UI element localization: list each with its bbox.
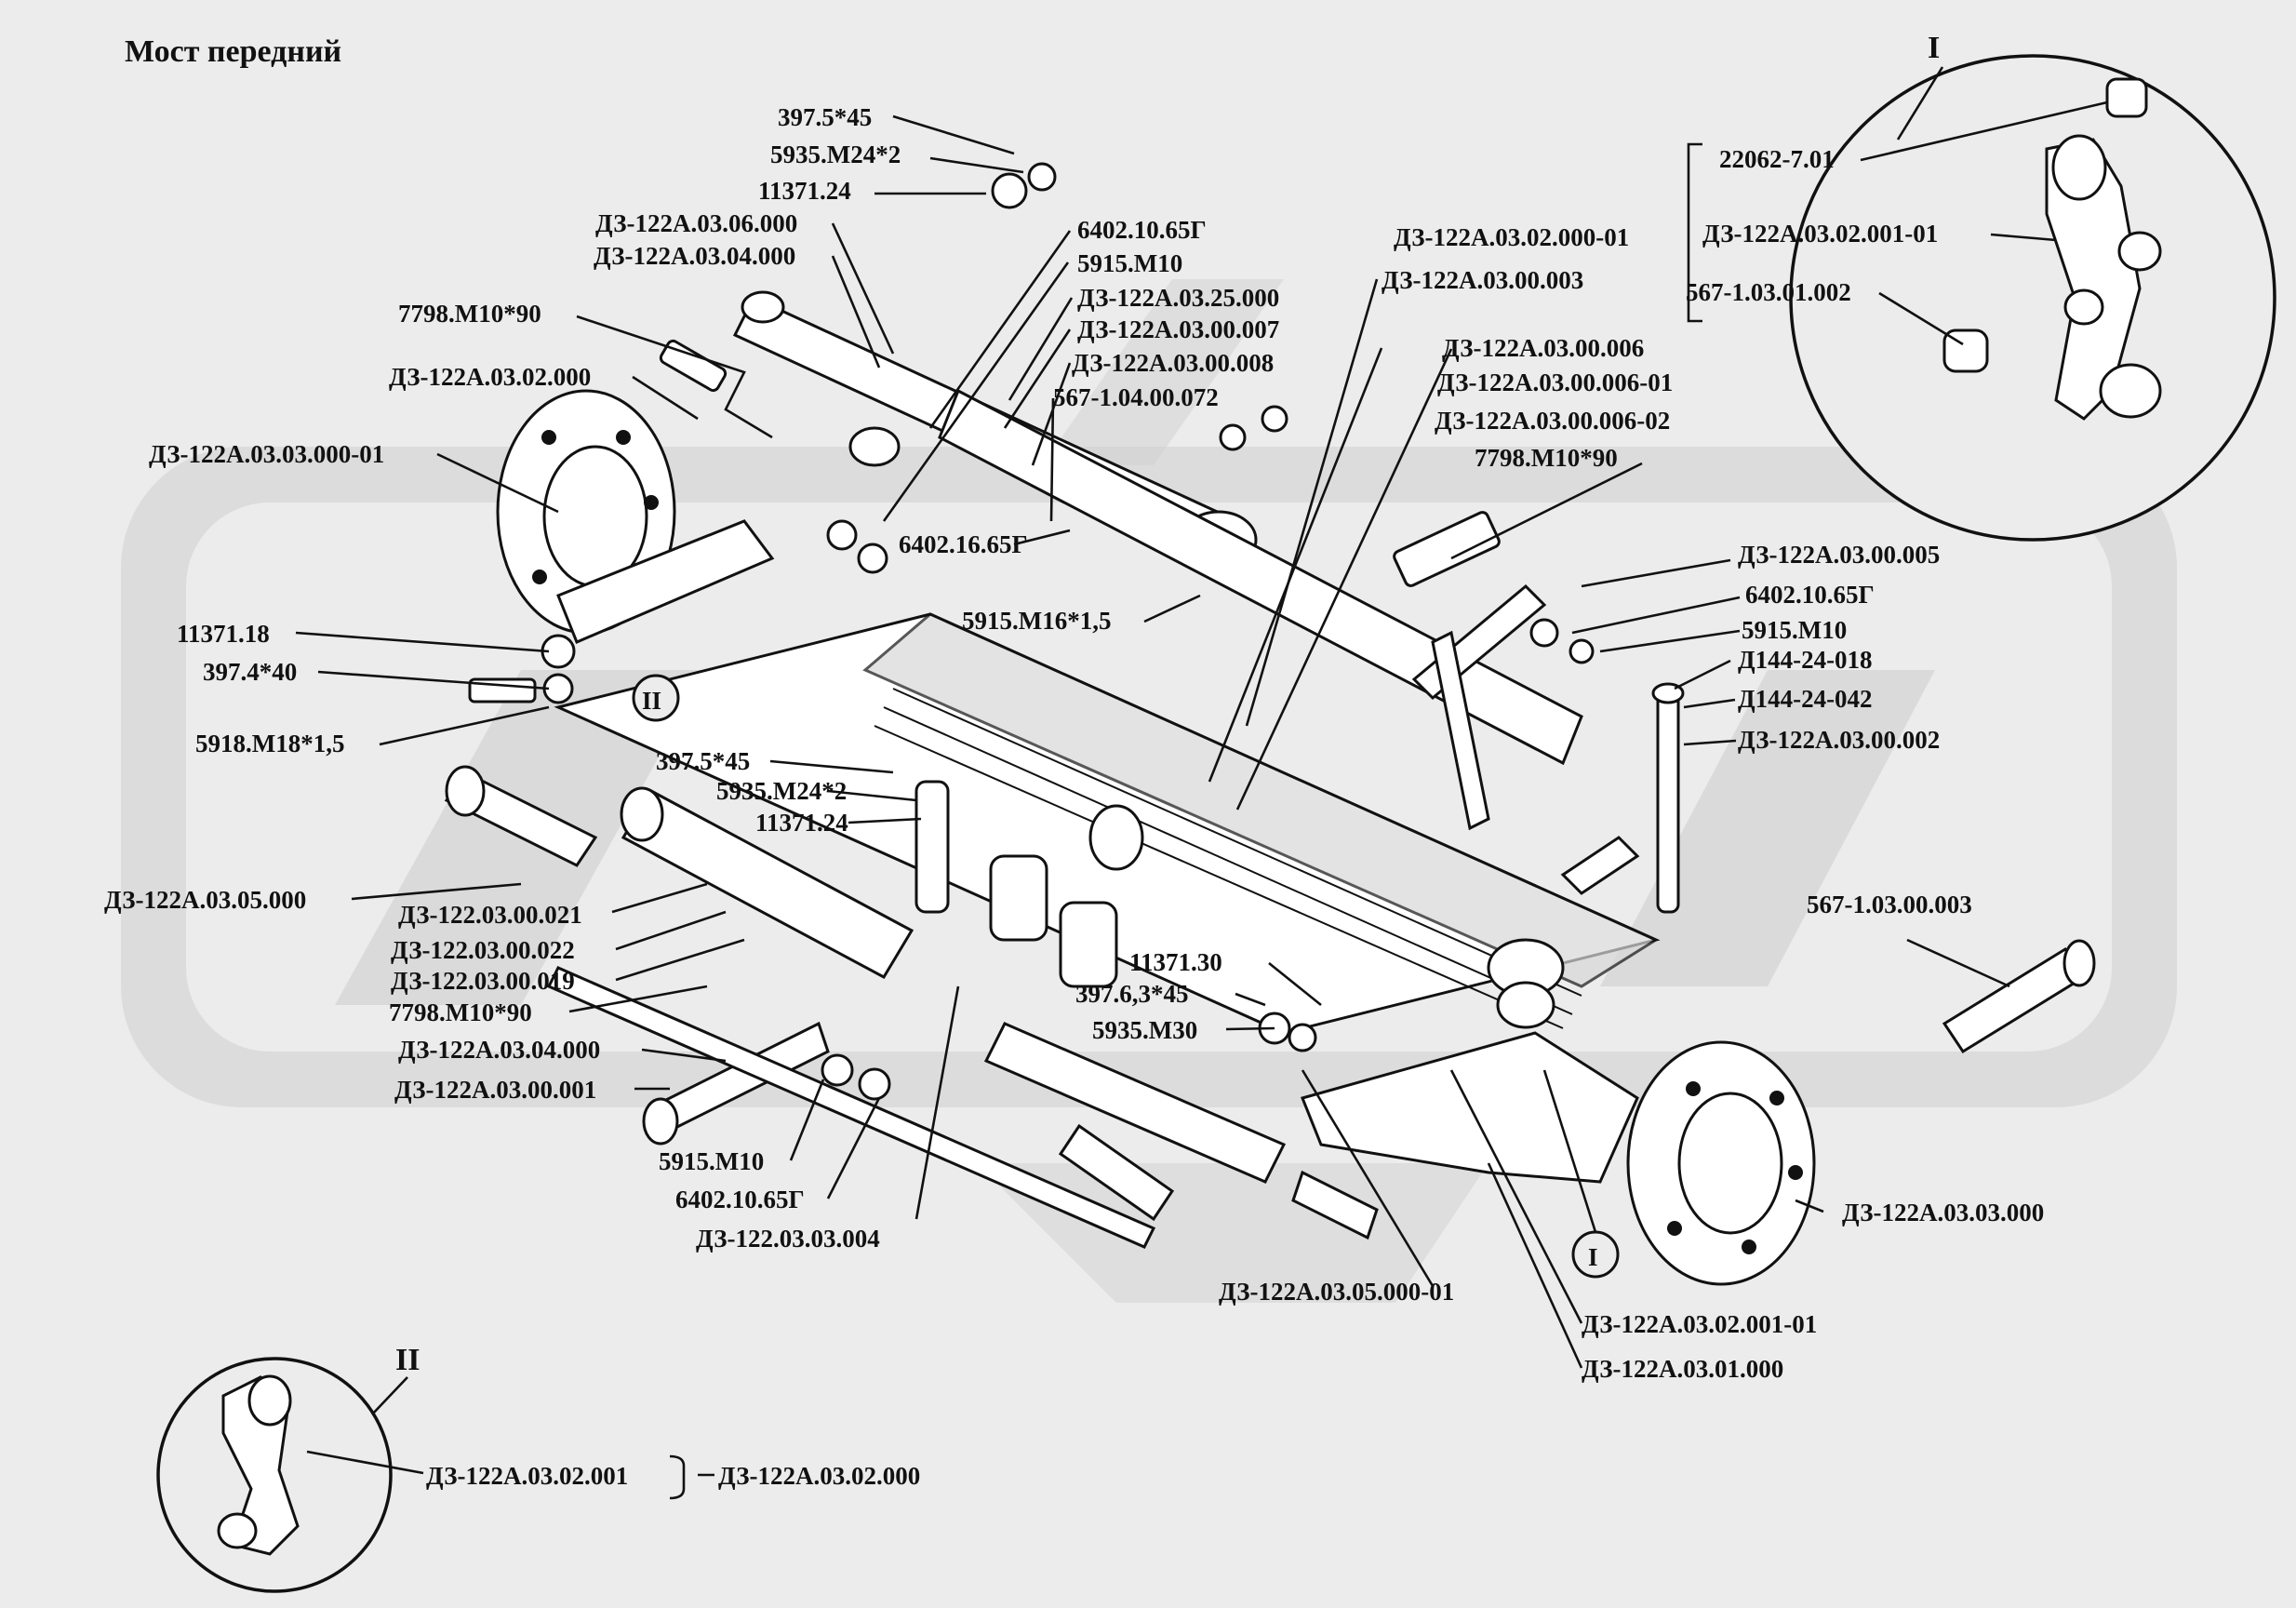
- label-dz-03-00-006-01: ДЗ-122А.03.00.006-01: [1437, 368, 1673, 396]
- label-dz-03-01-000: ДЗ-122А.03.01.000: [1582, 1355, 1783, 1383]
- label-dz-03-05-000: ДЗ-122А.03.05.000: [104, 886, 306, 914]
- label-5915-m16: 5915.М16*1,5: [962, 607, 1111, 635]
- label-5935-m24-top: 5935.М24*2: [770, 141, 901, 168]
- label-567-1-03-00-003: 567-1.03.00.003: [1807, 891, 1972, 918]
- label-dz-03-06-000: ДЗ-122А.03.06.000: [595, 209, 797, 237]
- label-dz-03-02-001-01: ДЗ-122А.03.02.001-01: [1582, 1310, 1817, 1338]
- small-parts: [468, 162, 1595, 1101]
- marker-I: I: [1571, 1230, 1620, 1279]
- label-dz-03-00-008: ДЗ-122А.03.00.008: [1072, 349, 1274, 377]
- label-397-4x40: 397.4*40: [203, 658, 297, 686]
- label-5915-m10-lower: 5915.М10: [659, 1147, 764, 1175]
- label-dz-122-03-00-019: ДЗ-122.03.00.019: [391, 967, 575, 995]
- label-7798-m10-left: 7798.М10*90: [398, 300, 541, 328]
- detail-circle-I: I: [1789, 31, 2276, 542]
- axle-drawing: [444, 162, 2096, 1286]
- label-dz-03-00-007: ДЗ-122А.03.00.007: [1077, 315, 1279, 343]
- lower-hydraulic-cylinders: [444, 765, 1287, 1249]
- label-dz-03-03-000-01: ДЗ-122А.03.03.000-01: [149, 440, 384, 468]
- label-5935-m24-mid: 5935.М24*2: [716, 777, 847, 805]
- label-dz-03-02-000-01: ДЗ-122А.03.02.000-01: [1394, 223, 1629, 251]
- label-dz-03-00-002: ДЗ-122А.03.00.002: [1738, 726, 1940, 754]
- label-dz-03-02-000-left: ДЗ-122А.03.02.000: [389, 363, 591, 391]
- label-dz-03-00-003: ДЗ-122А.03.00.003: [1382, 266, 1583, 294]
- label-11371-24-mid: 11371.24: [755, 809, 848, 837]
- detail-I-label: I: [1928, 31, 1940, 65]
- label-d144-24-042: Д144-24-042: [1738, 685, 1873, 713]
- label-dz-03-02-000-detail: ДЗ-122А.03.02.000: [718, 1462, 920, 1490]
- label-6402-16-65g: 6402.16.65Г: [899, 530, 1028, 558]
- part-labels: 397.5*45 5935.М24*2 11371.24 ДЗ-122А.03.…: [104, 103, 2044, 1490]
- label-11371-24-top: 11371.24: [758, 177, 851, 205]
- detail-II-label: II: [395, 1343, 420, 1377]
- label-6402-10-65g-right: 6402.10.65Г: [1745, 581, 1875, 609]
- label-dz-03-05-000-01: ДЗ-122А.03.05.000-01: [1219, 1278, 1454, 1306]
- label-5915-m10-right: 5915.М10: [1742, 616, 1847, 644]
- label-d144-24-018: Д144-24-018: [1738, 646, 1873, 674]
- page-title: Мост передний: [125, 34, 341, 69]
- label-11371-30: 11371.30: [1129, 948, 1222, 976]
- marker-II: II: [632, 674, 680, 722]
- svg-text:I: I: [1588, 1243, 1598, 1271]
- label-6402-10-65g-top: 6402.10.65Г: [1077, 216, 1207, 244]
- label-dz-122-03-00-021: ДЗ-122.03.00.021: [398, 901, 582, 929]
- label-567-1-04-00-072: 567-1.04.00.072: [1053, 383, 1219, 411]
- label-7798-m10-right: 7798.М10*90: [1475, 444, 1618, 472]
- label-567-1-03-01-002: 567-1.03.01.002: [1686, 278, 1851, 306]
- label-6402-10-65g-lower: 6402.10.65Г: [675, 1186, 805, 1213]
- label-5915-m10-top: 5915.М10: [1077, 249, 1182, 277]
- top-hydraulic-cylinder: [732, 290, 1583, 766]
- label-397-6-3x45: 397.6,3*45: [1075, 980, 1189, 1008]
- label-5918-m18: 5918.М18*1,5: [195, 730, 344, 757]
- detail-circle-II: II: [156, 1343, 420, 1593]
- label-dz-03-00-005: ДЗ-122А.03.00.005: [1738, 541, 1940, 569]
- label-dz-03-00-006-02: ДЗ-122А.03.00.006-02: [1435, 407, 1670, 435]
- label-dz-122-03-00-022: ДЗ-122.03.00.022: [391, 936, 575, 964]
- label-5935-m30: 5935.М30: [1092, 1016, 1197, 1044]
- label-dz-03-04-000-top: ДЗ-122А.03.04.000: [594, 242, 795, 270]
- label-dz-03-02-001-01-detail: ДЗ-122А.03.02.001-01: [1702, 220, 1938, 248]
- label-dz-03-03-000: ДЗ-122А.03.03.000: [1842, 1199, 2044, 1226]
- label-dz-03-00-006: ДЗ-122А.03.00.006: [1442, 334, 1644, 362]
- leader-lines: [295, 100, 2108, 1500]
- label-7798-m10-lower: 7798.М10*90: [389, 998, 532, 1026]
- label-22062-7-01: 22062-7.01: [1719, 145, 1835, 173]
- label-397-5x45-top: 397.5*45: [778, 103, 872, 131]
- label-dz-03-02-001-detail: ДЗ-122А.03.02.001: [426, 1462, 628, 1490]
- label-dz-03-25-000: ДЗ-122А.03.25.000: [1077, 284, 1279, 312]
- label-11371-18: 11371.18: [177, 620, 270, 648]
- label-397-5x45-mid: 397.5*45: [656, 747, 750, 775]
- label-dz-122-03-03-004: ДЗ-122.03.03.004: [696, 1225, 880, 1253]
- left-wheel-hub: [496, 389, 775, 644]
- label-dz-03-00-001: ДЗ-122А.03.00.001: [394, 1076, 596, 1104]
- label-dz-03-04-000-lower: ДЗ-122А.03.04.000: [398, 1036, 600, 1064]
- svg-text:II: II: [642, 687, 661, 715]
